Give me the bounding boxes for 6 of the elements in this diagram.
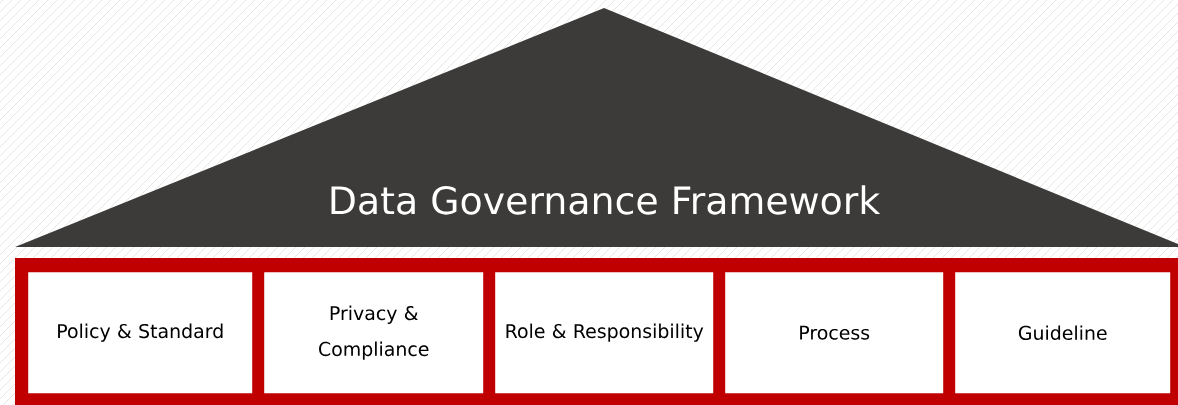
category-box: Process — [725, 272, 944, 394]
category-box: Policy & Standard — [28, 272, 253, 394]
category-box: Role & Responsibility — [495, 272, 714, 394]
category-box: Guideline — [955, 272, 1171, 394]
category-box: Privacy & Compliance — [264, 272, 484, 394]
roof-triangle: Data Governance Framework — [15, 8, 1178, 247]
